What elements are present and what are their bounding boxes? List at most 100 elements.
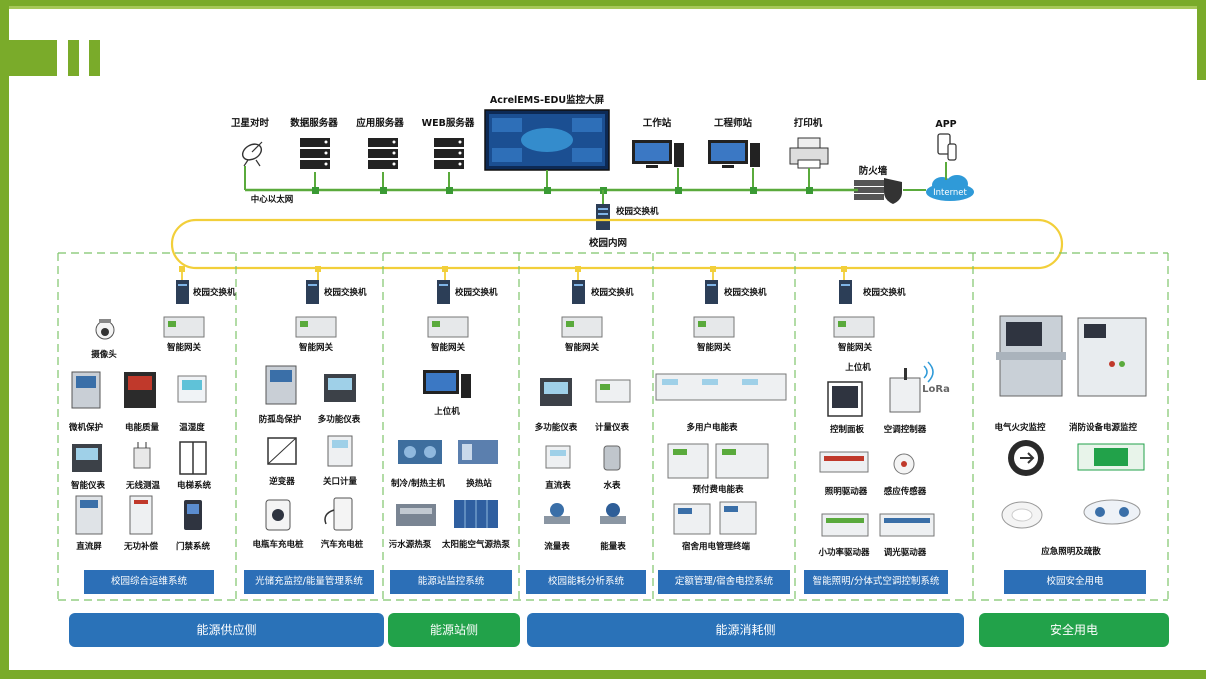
- c7-emergency-lighting: 应急照明及疏散: [1041, 546, 1101, 557]
- c1-thermo-hygro: 温湿度: [179, 422, 205, 433]
- core-switch-icon: [596, 204, 610, 230]
- col2-switch-icon: [306, 280, 319, 304]
- c6-low-power-driver: 小功率驱动器: [817, 547, 870, 558]
- sensor-icon: [893, 453, 915, 475]
- access-control-icon: [184, 500, 202, 530]
- col1-gateway-label: 智能网关: [166, 342, 202, 353]
- fire-power-monitor-icon: [1077, 317, 1147, 397]
- energy-supply-side: 能源供应侧: [69, 613, 384, 647]
- col6-gateway-label: 智能网关: [837, 342, 873, 353]
- inverter-icon: [267, 437, 297, 465]
- c4-dc-meter: 直流表: [545, 480, 571, 491]
- satellite-icon: [241, 141, 263, 167]
- metering-meter-icon: [595, 379, 631, 403]
- dashed-zones: [57, 252, 1169, 601]
- workstation-label: 工作站: [643, 117, 672, 129]
- low-power-driver-icon: [821, 513, 869, 537]
- firewall-icon: [854, 178, 902, 204]
- printer-label: 打印机: [794, 117, 823, 129]
- col2-gateway-icon: [295, 316, 337, 338]
- col1-switch-icon: [176, 280, 189, 304]
- ebike-charger-icon: [265, 499, 291, 531]
- c2-inverter: 逆变器: [269, 476, 295, 487]
- c5-prepaid-meter: 预付费电能表: [692, 484, 744, 495]
- sewage-heat-pump-icon: [396, 504, 436, 526]
- ev-charger-icon: [324, 497, 353, 531]
- c4-multifunction-meter: 多功能仪表: [535, 422, 578, 433]
- prepaid-meter-icon: [667, 443, 769, 479]
- heat-exchange-icon: [458, 440, 498, 464]
- c4-energy-meter: 能量表: [600, 541, 626, 552]
- col4-gateway-label: 智能网关: [564, 342, 600, 353]
- printer-icon: [789, 137, 829, 169]
- gateway-meter-icon: [327, 435, 353, 467]
- col5-switch-icon: [705, 280, 718, 304]
- corner-block: [0, 40, 57, 76]
- col2-switch-label: 校园交换机: [324, 287, 367, 298]
- c6-control-panel: 控制面板: [830, 424, 865, 435]
- system-c3: 能源站监控系统: [390, 570, 512, 594]
- engineer-station-label: 工程师站: [714, 117, 753, 129]
- c7-fire-monitor: 电气火灾监控: [994, 422, 1046, 433]
- big-screen-icon: [484, 109, 610, 171]
- c1-access-control: 门禁系统: [176, 541, 211, 552]
- c1-elevator: 电梯系统: [177, 480, 212, 491]
- solar-heat-pump-icon: [454, 500, 498, 528]
- col6-switch-icon: [839, 280, 852, 304]
- chiller-icon: [398, 440, 442, 464]
- col4-switch-icon: [572, 280, 585, 304]
- corner-bar-2: [89, 40, 100, 76]
- web-server-label: WEB服务器: [422, 117, 475, 129]
- c4-flow-meter: 流量表: [544, 541, 570, 552]
- c1-smart-meter: 智能仪表: [70, 480, 106, 491]
- frame-left: [0, 0, 9, 679]
- app-label: APP: [935, 119, 956, 130]
- multifunction-meter-icon: [324, 374, 356, 402]
- dc-meter-icon: [545, 445, 571, 469]
- c6-host-pc: 上位机: [845, 362, 871, 373]
- c6-lighting-driver: 照明驱动器: [825, 486, 868, 497]
- c3-sewage-heat-pump: 污水源热泵: [389, 539, 432, 550]
- smart-meter-icon: [72, 444, 102, 472]
- elevator-icon: [179, 441, 207, 475]
- c2-ev-charger: 汽车充电桩: [321, 539, 364, 550]
- app-server-icon: [368, 138, 398, 169]
- campus-ring: [170, 218, 1064, 270]
- col6-gateway-icon: [833, 316, 875, 338]
- c2-multifunction-meter: 多功能仪表: [318, 414, 361, 425]
- data-server-label: 数据服务器: [289, 117, 338, 129]
- system-c1: 校园综合运维系统: [84, 570, 214, 594]
- c5-multi-user-meter: 多用户电能表: [686, 422, 738, 433]
- internet-label: Internet: [933, 188, 967, 198]
- c3-heat-exchange: 换热站: [466, 478, 492, 489]
- c1-power-quality: 电能质量: [125, 422, 160, 433]
- core-switch-label: 校园交换机: [616, 206, 659, 217]
- central-ethernet-label: 中心以太网: [251, 194, 294, 205]
- c1-wireless-temp: 无线测温: [125, 480, 161, 491]
- c6-dimmer-driver: 调光驱动器: [884, 547, 927, 558]
- workstation-icon: [632, 140, 684, 168]
- col3-switch-icon: [437, 280, 450, 304]
- lora-gateway-icon: [889, 361, 934, 413]
- satellite-label: 卫星对时: [231, 117, 270, 129]
- campus-intranet-label: 校园内网: [589, 237, 627, 249]
- c6-ac-controller: 空调控制器: [884, 424, 927, 435]
- system-c2: 光储充监控/能量管理系统: [244, 570, 374, 594]
- energy-meter-icon: [600, 503, 626, 524]
- frame-right: [1197, 0, 1206, 80]
- c4-metering-meter: 计量仪表: [595, 422, 630, 433]
- water-meter-icon: [603, 445, 621, 471]
- c2-anti-islanding: 防孤岛保护: [259, 414, 302, 425]
- c5-dorm-terminal: 宿舍用电管理终端: [682, 541, 751, 552]
- wireless-temp-icon: [133, 442, 151, 469]
- c6-sensor: 感应传感器: [884, 486, 927, 497]
- relay-protection-icon: [71, 371, 101, 409]
- control-panel-icon: [827, 381, 863, 417]
- app-server-label: 应用服务器: [356, 117, 404, 129]
- camera-icon: [95, 319, 115, 340]
- web-server-icon: [434, 138, 464, 169]
- anti-islanding-icon: [265, 365, 297, 405]
- c2-ebike-charger: 电瓶车充电桩: [252, 539, 304, 550]
